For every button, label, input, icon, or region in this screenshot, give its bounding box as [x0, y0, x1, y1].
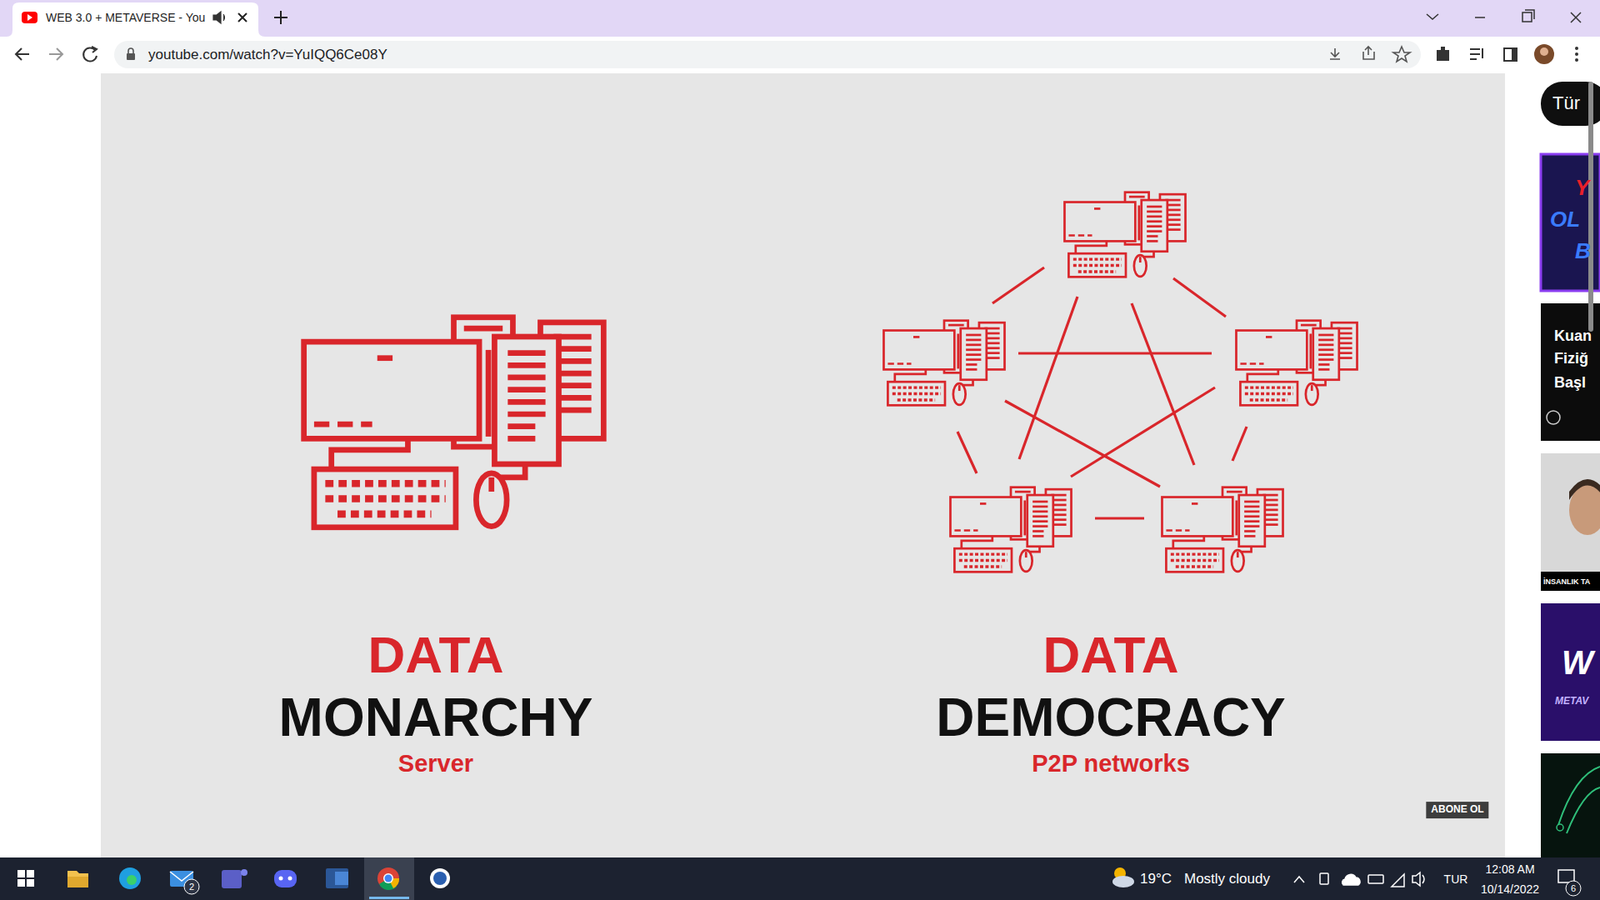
filter-chip: Tür: [1552, 92, 1580, 114]
badge-count: 2: [189, 881, 195, 893]
thumbnail: [1540, 603, 1600, 741]
thumbnail-text: OL: [1550, 207, 1580, 233]
file-explorer: [67, 870, 89, 888]
clock-date: 10/14/2022: [1480, 882, 1540, 896]
video-frame: [100, 73, 1505, 858]
thumbnail-text: W: [1561, 643, 1594, 682]
bookmark-star: [1393, 46, 1410, 62]
heading-word: DATA: [1043, 625, 1180, 685]
subheading: P2P networks: [1031, 750, 1190, 778]
weather-temp: 19°C: [1140, 870, 1172, 888]
restore: [1522, 12, 1532, 22]
side-panel: [1504, 48, 1517, 61]
weather-text: Mostly cloudy: [1184, 870, 1270, 888]
tab-search: [1426, 14, 1439, 20]
active-app: [364, 857, 415, 900]
extensions: [1436, 46, 1450, 61]
back: [15, 48, 30, 60]
scrollbar: [1588, 81, 1594, 332]
forward: [49, 48, 63, 60]
profile-avatar: [1534, 44, 1555, 65]
heading-word: DATA: [368, 625, 505, 685]
peer-computer: [1235, 320, 1357, 406]
thumbnail-text: Y: [1575, 175, 1590, 201]
peer-computer: [1064, 192, 1185, 278]
taskbar: [0, 857, 1600, 900]
weather-icon: [1112, 867, 1135, 888]
toolbar: [0, 36, 1600, 74]
speaker-icon: [213, 11, 225, 24]
start-button: [17, 870, 35, 887]
subscribe-watermark: ABONE OL: [1425, 801, 1489, 819]
tray-icons: [1294, 872, 1425, 887]
thumbnail-text: Kuan: [1554, 327, 1592, 345]
word-icon: [325, 868, 349, 889]
heading-word: MONARCHY: [279, 687, 594, 750]
close-tab: [238, 13, 247, 22]
app-icon: [430, 868, 450, 889]
peer-computer: [950, 487, 1071, 573]
install-icon: [1330, 48, 1340, 60]
thumbnail-text: Fiziğ: [1554, 350, 1589, 368]
omnibox: [114, 40, 1421, 69]
peer-computer: [1161, 487, 1283, 573]
clock-time: 12:08 AM: [1485, 862, 1535, 876]
server-computer: [304, 317, 605, 528]
tab-strip: [0, 0, 1600, 37]
badge-count: 6: [1570, 883, 1576, 895]
url-text: youtube.com/watch?v=YuIQQ6Ce08Y: [148, 46, 388, 64]
share-icon: [1363, 46, 1375, 60]
keyboard-layout: TUR: [1444, 872, 1469, 886]
discord-icon: [274, 870, 297, 888]
tab-title: WEB 3.0 + METAVERSE - You: [45, 10, 205, 25]
minimize: [1475, 16, 1485, 19]
peer-computer: [883, 320, 1005, 406]
heading-word: DEMOCRACY: [935, 687, 1286, 750]
lock: [126, 53, 135, 60]
active-tab: [6, 2, 265, 37]
p2p-links: [957, 267, 1247, 519]
subheading: Server: [398, 750, 474, 778]
thumbnail: [1540, 753, 1600, 858]
thumbnail-text: İNSANLIK TA: [1543, 577, 1590, 586]
media-control: [1470, 48, 1483, 60]
thumbnail-text: METAV: [1555, 695, 1589, 708]
teams-icon: [221, 870, 242, 889]
menu: [1575, 46, 1579, 50]
close-window: [1570, 12, 1581, 23]
chrome-icon: [377, 867, 400, 890]
thumbnail-text: Başl: [1554, 374, 1586, 392]
youtube-favicon: [21, 11, 38, 24]
edge-icon: [119, 867, 141, 890]
thumbnail-text: B: [1575, 239, 1591, 265]
new-tab: [274, 10, 288, 25]
